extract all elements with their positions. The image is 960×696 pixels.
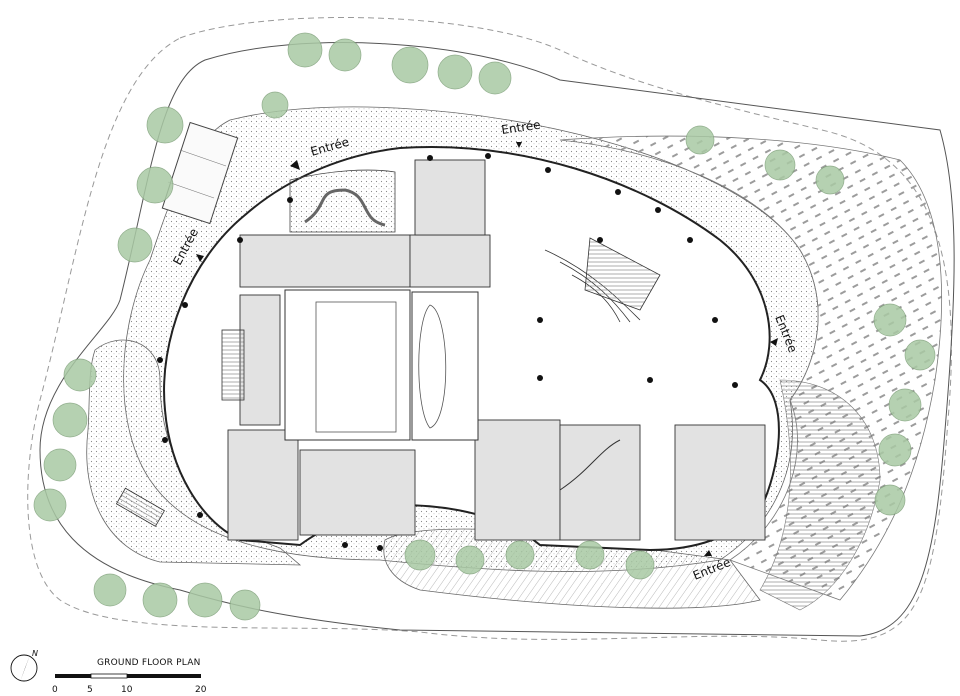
court-line [167,181,215,199]
scale-bar: GROUND FLOOR PLAN 0 5 10 20 [52,658,207,695]
central-hall [284,289,411,441]
scale-tick-20: 20 [195,685,207,695]
hall-stage [315,301,397,433]
columns [157,153,738,551]
courtyard-path [304,188,386,227]
trees [33,32,936,621]
pool [411,291,479,441]
east-paving [759,379,881,611]
site-boundary [39,42,955,637]
entrance-north: Entrée [500,118,541,148]
plan-title: GROUND FLOOR PLAN [97,658,201,668]
sports-court [161,121,239,225]
north-arrow: N [10,649,38,682]
scale-tick-0: 0 [52,685,58,695]
court-line [179,149,227,167]
room-block-south [474,419,766,541]
stair-west [221,329,245,401]
pool-basin [418,304,447,429]
svg-text:N: N [32,649,38,658]
scale-tick-5: 5 [87,685,93,695]
room-block-west [227,159,491,541]
ramp-sw [115,487,165,527]
stair-south [559,439,621,491]
svg-text:Entrée: Entrée [500,118,541,137]
amphitheatre [544,237,661,323]
scale-tick-10: 10 [121,685,133,695]
